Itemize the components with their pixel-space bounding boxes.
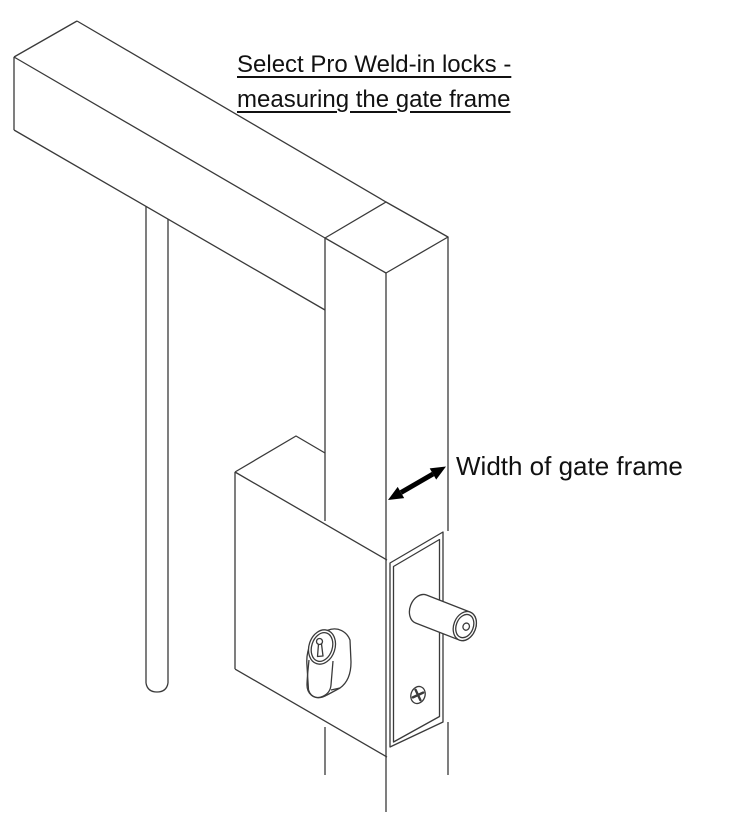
title-line-2: measuring the gate frame: [237, 86, 511, 113]
faceplate-outer: [389, 531, 444, 748]
page-title: Select Pro Weld-in locks - measuring the…: [237, 47, 511, 117]
keyhole-slot: [316, 643, 324, 658]
width-dimension-arrow: [388, 466, 446, 500]
top-rail-outline: [13, 20, 387, 311]
latch-pin: [408, 593, 478, 642]
arrow-shaft: [399, 471, 435, 495]
euro-cylinder-tail: [306, 659, 341, 699]
infill-bar-outline: [145, 206, 169, 693]
gate-stile: [324, 201, 449, 812]
arrowhead-right-icon: [429, 466, 446, 480]
top-rail: [13, 20, 387, 311]
euro-cylinder: [306, 628, 352, 699]
fixing-screw: [410, 685, 426, 705]
latch-pin-hole: [462, 622, 471, 631]
faceplate-inner: [392, 538, 441, 743]
lock-body: [234, 435, 388, 758]
stile-top-face: [324, 201, 449, 274]
euro-cylinder-face-inner: [310, 632, 334, 662]
faceplate: [389, 531, 444, 748]
phillips-cross-icon: [411, 688, 425, 702]
infill-bar: [145, 206, 169, 693]
title-line-1: Select Pro Weld-in locks -: [237, 51, 512, 78]
latch-pin-rim: [455, 613, 475, 639]
arrowhead-left-icon: [388, 486, 405, 500]
stile-edges: [324, 237, 449, 812]
width-label: Width of gate frame: [456, 451, 683, 481]
keyhole-icon: [315, 637, 324, 646]
lock-body-outline: [234, 435, 388, 758]
